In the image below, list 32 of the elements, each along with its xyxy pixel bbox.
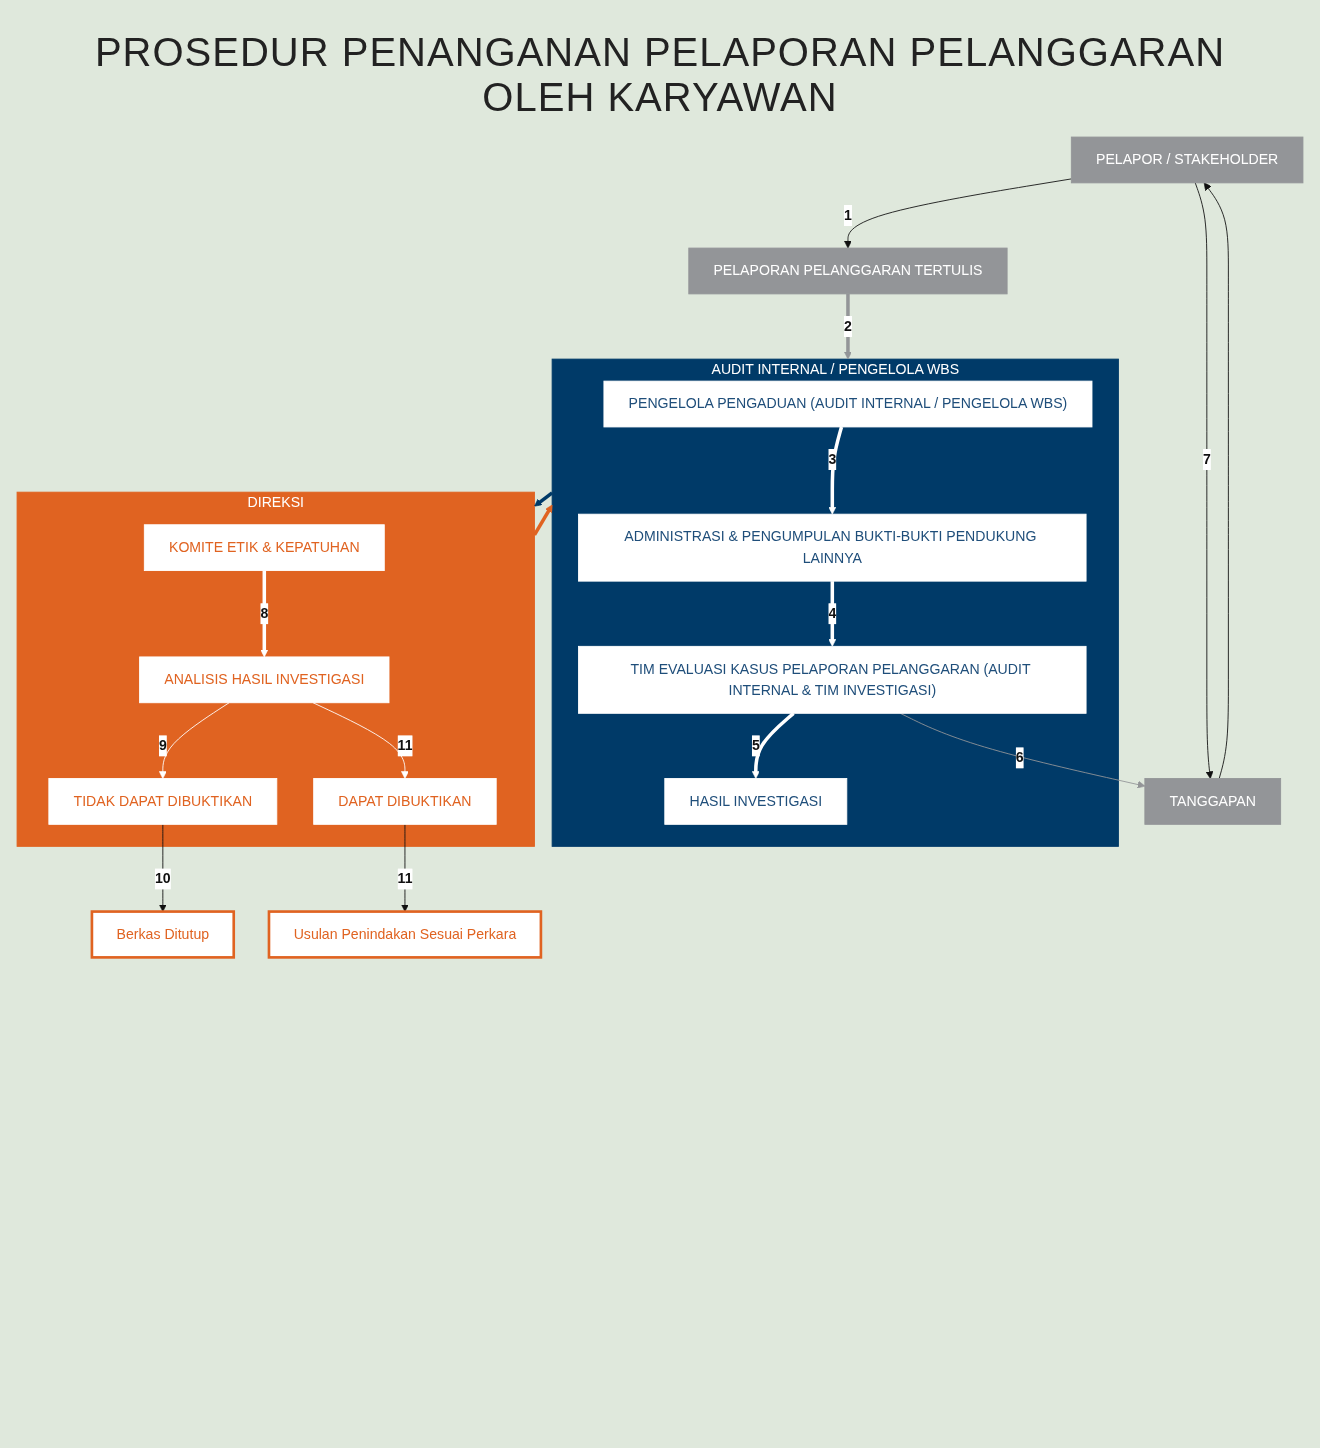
edge-label: 7 <box>1202 451 1211 467</box>
node-box: TIM EVALUASI KASUS PELAPORAN PELANGGARAN (AUDIT INTERNAL & TIM INVESTIGASI) <box>578 645 1087 714</box>
edge-label: 11 <box>397 737 413 753</box>
node-box: ANALISIS HASIL INVESTIGASI <box>139 656 390 704</box>
edge-label: 5 <box>751 737 760 753</box>
arrow <box>844 293 852 360</box>
node-box: PELAPORAN PELANGGARAN TERTULIS <box>688 247 1008 295</box>
node-box: TANGGAPAN <box>1144 778 1282 825</box>
node-box: PELAPOR / STAKEHOLDER <box>1070 136 1304 184</box>
arrow <box>828 581 837 647</box>
arrow <box>534 491 554 507</box>
node-box: KOMITE ETIK & KEPATUHAN <box>143 524 385 571</box>
node-box: ADMINISTRASI & PENGUMPULAN BUKTI-BUKTI PENDUKUNG LAINNYA <box>578 513 1087 582</box>
edge-label: 4 <box>828 605 837 621</box>
diagram-title: PROSEDUR PENANGANAN PELAPORAN PELANGGARAN OLEH KARYAWAN <box>93 30 1227 120</box>
edge-label: 1 <box>844 207 852 223</box>
edge-label: 3 <box>828 451 837 467</box>
node-box: Berkas Ditutup <box>90 910 236 959</box>
node-box: TIDAK DAPAT DIBUKTIKAN <box>48 778 278 825</box>
edge-label: 11 <box>397 871 413 887</box>
edge-label: 10 <box>154 871 171 887</box>
arrow <box>828 426 844 515</box>
arrow <box>260 570 269 658</box>
node-box: DAPAT DIBUKTIKAN <box>313 778 497 825</box>
edge-label: 9 <box>158 737 167 753</box>
arrow <box>532 504 553 536</box>
edge-label: 8 <box>260 605 269 621</box>
edge-label: 6 <box>1015 749 1024 765</box>
node-box: Usulan Penindakan Sesuai Perkara <box>267 910 543 959</box>
node-box: HASIL INVESTIGASI <box>664 778 848 825</box>
edge-label: 2 <box>844 318 852 334</box>
node-box: PENGELOLA PENGADUAN (AUDIT INTERNAL / PENGELOLA WBS) <box>603 380 1093 428</box>
